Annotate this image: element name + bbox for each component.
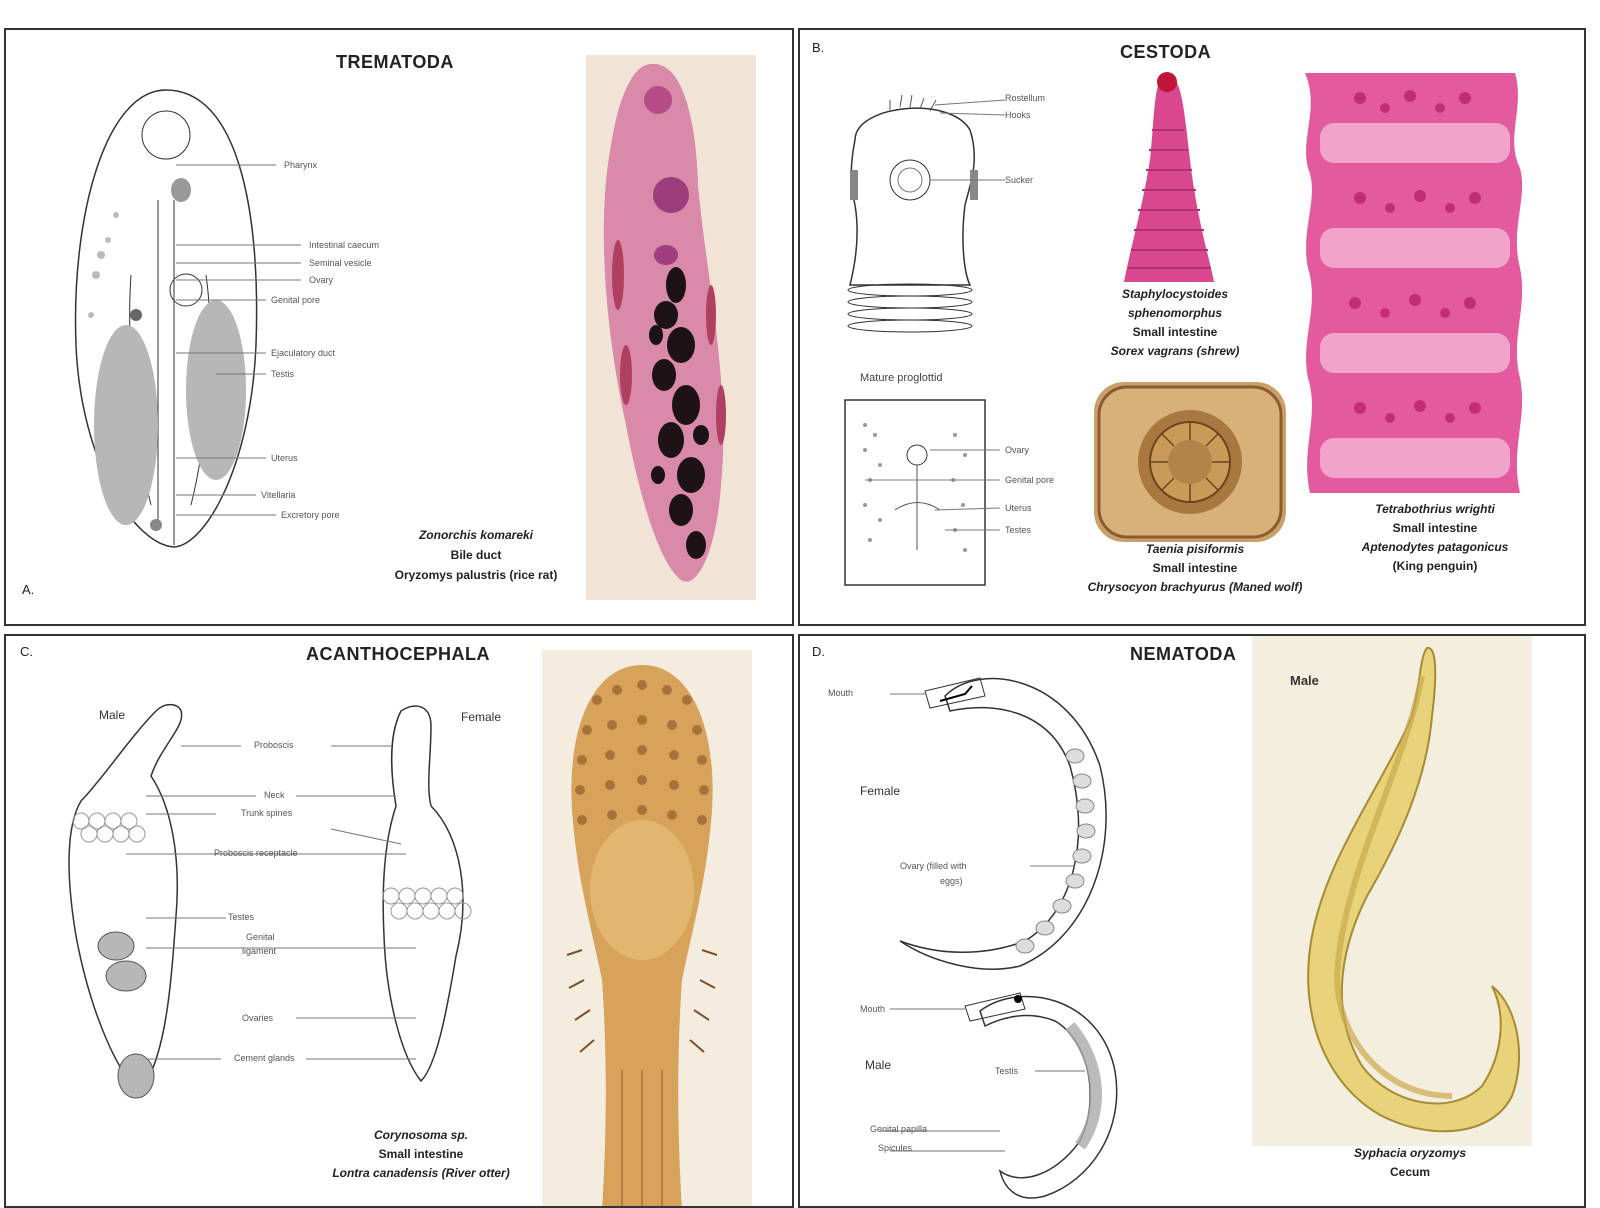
- label-trunk-spines: Trunk spines: [241, 808, 293, 818]
- corynosoma-caption: Corynosoma sp. Small intestine Lontra ca…: [291, 1126, 551, 1183]
- label-cement-glands: Cement glands: [234, 1053, 295, 1063]
- caption-site: Small intestine: [378, 1147, 464, 1161]
- label-uterus: Uterus: [271, 453, 298, 463]
- syphacia-photo: [1252, 636, 1532, 1146]
- taenia-caption: Taenia pisiformis Small intestine Chryso…: [1045, 540, 1345, 597]
- label-male: Male: [865, 1058, 892, 1072]
- nematode-male-diagram: [880, 992, 1118, 1199]
- panel-letter: B.: [812, 40, 825, 55]
- nematode-female-diagram: [890, 677, 1107, 970]
- label-ligament: ligament: [242, 946, 277, 956]
- proglottid-title: Mature proglottid: [860, 372, 943, 384]
- label-male: Male: [99, 708, 126, 722]
- label-mouth-male: Mouth: [860, 1004, 886, 1014]
- taenia-photo: [1094, 382, 1286, 542]
- caption-host: Sorex vagrans (shrew): [1110, 344, 1240, 358]
- caption-host-2: (King penguin): [1392, 559, 1478, 573]
- staphylocystoides-caption: Staphylocystoides sphenomorphus Small in…: [1090, 285, 1260, 361]
- label-excretory-pore: Excretory pore: [281, 510, 340, 520]
- caption-species: Syphacia oryzomys: [1353, 1146, 1467, 1160]
- proglottid-diagram: [844, 399, 1001, 586]
- label-sucker: Sucker: [1005, 175, 1034, 185]
- label-hooks: Hooks: [1005, 110, 1031, 120]
- caption-species: Taenia pisiformis: [1145, 542, 1245, 556]
- label-female: Female: [461, 710, 502, 724]
- panel-letter: A.: [22, 582, 35, 597]
- caption-species: Zonorchis komareki: [418, 528, 534, 542]
- trematode-caption: Zonorchis komareki Bile duct Oryzomys pa…: [366, 525, 586, 585]
- caption-site: Bile duct: [450, 548, 502, 562]
- label-genital-pore: Genital pore: [271, 295, 321, 305]
- caption-host: Oryzomys palustris (rice rat): [394, 568, 558, 582]
- panel-nematoda: D. NEMATODA Female Male Mouth Ovary (fil…: [798, 634, 1586, 1208]
- label-vitellaria: Vitellaria: [261, 490, 296, 500]
- label-ovary: Ovary: [309, 275, 334, 285]
- label-proboscis: Proboscis: [254, 740, 294, 750]
- label-ovary: Ovary (filled with: [900, 861, 967, 871]
- label-testes: Testes: [228, 912, 255, 922]
- caption-host-1: Aptenodytes patagonicus: [1361, 540, 1509, 554]
- label-pharynx: Pharynx: [284, 160, 318, 170]
- label-uterus-proglottid: Uterus: [1005, 503, 1032, 513]
- label-spicules: Spicules: [878, 1143, 913, 1153]
- panel-letter: C.: [20, 644, 33, 659]
- panel-letter: D.: [812, 644, 825, 659]
- panel-acanthocephala: C. ACANTHOCEPHALA Male Female Probosc: [4, 634, 794, 1208]
- caption-host: Lontra canadensis (River otter): [332, 1166, 510, 1180]
- panel-cestoda: B. CESTODA Rostellum Hooks Sucker Mature…: [798, 28, 1586, 626]
- label-seminal-vesicle: Seminal vesicle: [309, 258, 372, 268]
- acanthocephalan-leader-lines: [126, 745, 416, 1060]
- tetrabothrius-caption: Tetrabothrius wrighti Small intestine Ap…: [1325, 500, 1545, 576]
- label-mouth-female: Mouth: [828, 688, 854, 698]
- caption-host: Chrysocyon brachyurus (Maned wolf): [1087, 580, 1303, 594]
- syphacia-caption: Syphacia oryzomys Cecum: [1320, 1144, 1500, 1182]
- caption-site: Small intestine: [1132, 325, 1218, 339]
- trematode-diagram: [74, 89, 258, 548]
- label-eggs: eggs): [940, 876, 963, 886]
- label-testis: Testis: [271, 369, 295, 379]
- caption-site: Cecum: [1389, 1165, 1430, 1179]
- label-female: Female: [860, 784, 901, 798]
- label-rostellum: Rostellum: [1005, 93, 1046, 103]
- caption-species: Tetrabothrius wrighti: [1375, 502, 1495, 516]
- scolex-diagram: [847, 94, 1006, 333]
- trematode-photo: [586, 55, 756, 600]
- caption-site: Small intestine: [1152, 561, 1238, 575]
- label-ejaculatory-duct: Ejaculatory duct: [271, 348, 336, 358]
- panel-trematoda: TREMATODA A. Pharynx Intestinal caecum S…: [4, 28, 794, 626]
- label-genital: Genital: [246, 932, 275, 942]
- acanthocephalan-male-diagram: [68, 703, 183, 1099]
- caption-species-2: sphenomorphus: [1127, 306, 1222, 320]
- label-proboscis-receptacle: Proboscis receptacle: [214, 848, 298, 858]
- label-testes-proglottid: Testes: [1005, 525, 1032, 535]
- label-neck: Neck: [264, 790, 285, 800]
- staphylocystoides-photo: [1124, 72, 1214, 282]
- corynosoma-photo: [542, 650, 752, 1206]
- panel-title: NEMATODA: [1130, 644, 1237, 664]
- label-testis: Testis: [995, 1066, 1019, 1076]
- label-ovaries: Ovaries: [242, 1013, 274, 1023]
- panel-title: TREMATODA: [336, 52, 454, 72]
- caption-site: Small intestine: [1392, 521, 1478, 535]
- photo-label-male: Male: [1290, 673, 1319, 688]
- tetrabothrius-photo: [1305, 73, 1523, 493]
- label-ovary-proglottid: Ovary: [1005, 445, 1030, 455]
- panel-title: CESTODA: [1120, 42, 1212, 62]
- trematode-leader-lines: [176, 164, 301, 516]
- caption-species: Corynosoma sp.: [373, 1128, 469, 1142]
- label-genital-pore-proglottid: Genital pore: [1005, 475, 1055, 485]
- caption-species-1: Staphylocystoides: [1121, 287, 1229, 301]
- panel-title: ACANTHOCEPHALA: [306, 644, 490, 664]
- acanthocephalan-female-diagram: [382, 705, 472, 1083]
- label-intestinal-caecum: Intestinal caecum: [309, 240, 380, 250]
- label-genital-papilla: Genital papilla: [870, 1124, 928, 1134]
